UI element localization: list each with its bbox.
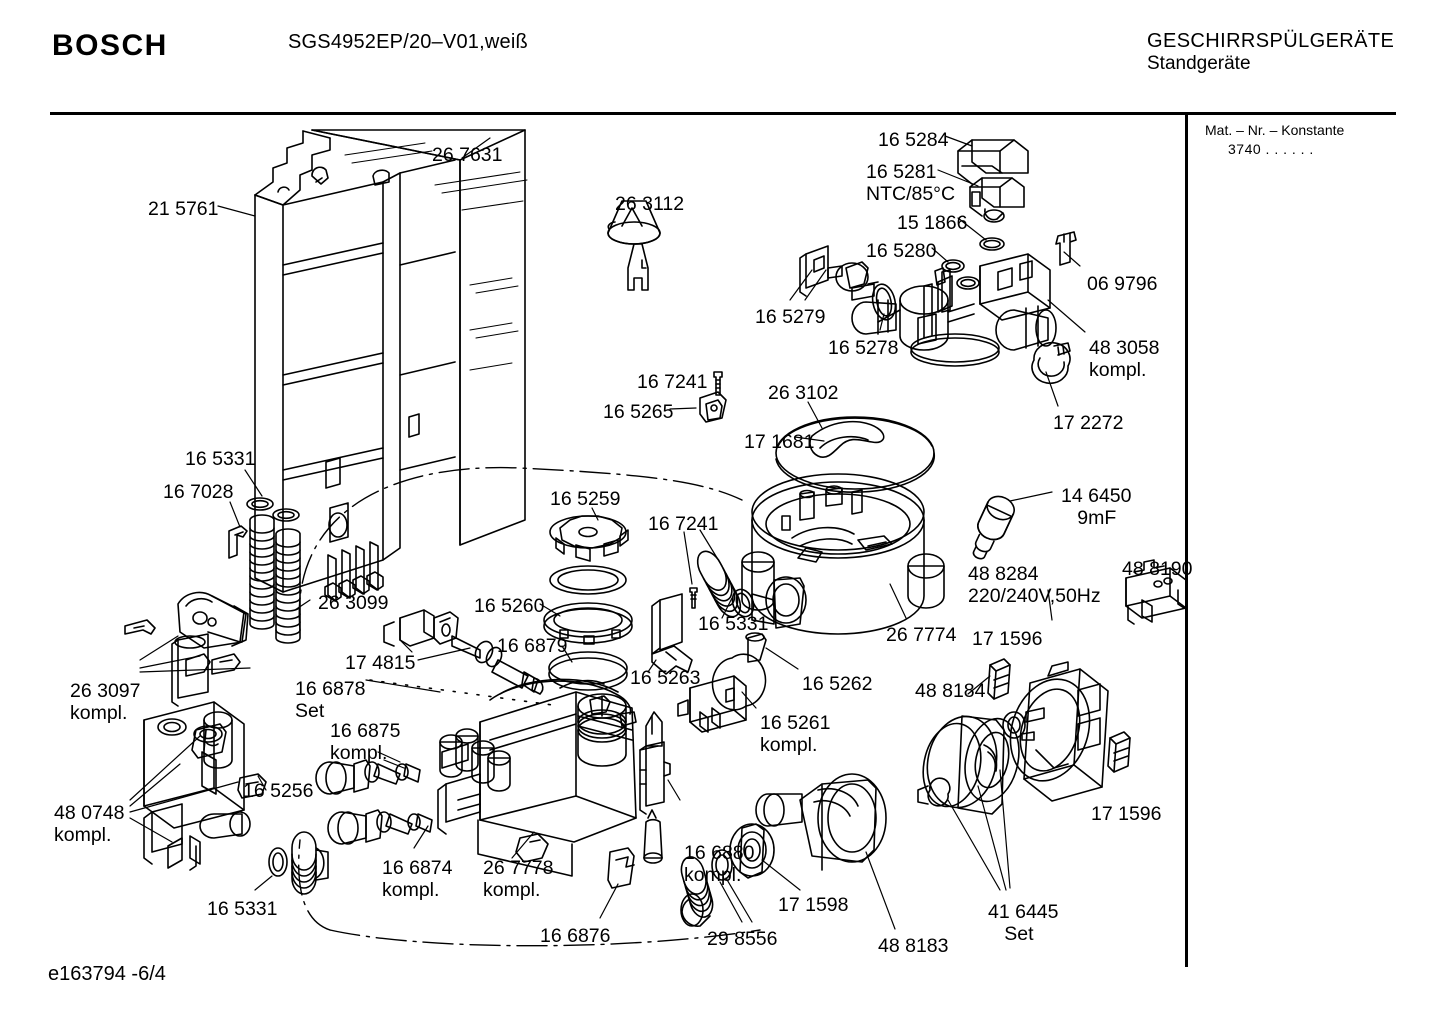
bosch-logo: BOSCH — [52, 29, 168, 62]
category-main: GESCHIRRSPÜLGERÄTE — [1147, 30, 1395, 52]
part-number-label: 16 6874 kompl. — [382, 857, 453, 901]
part-valve-block-480748 — [124, 591, 329, 895]
part-166880 — [599, 711, 681, 919]
part-number-label: 16 7241 — [648, 513, 719, 535]
part-filter-stack — [539, 507, 633, 691]
part-number-label: 06 9796 — [1087, 273, 1158, 295]
part-hoses-and-seals-left — [228, 469, 311, 644]
part-tank-267778 — [437, 678, 637, 877]
part-number-label: 16 5261 kompl. — [760, 712, 831, 756]
part-number-label: 26 7631 — [432, 144, 503, 166]
part-capacitor-146450 — [972, 491, 1053, 560]
part-number-label: 17 1596 — [1091, 803, 1162, 825]
part-number-label: 26 3099 — [318, 592, 389, 614]
part-number-label: 16 5331 — [698, 613, 769, 635]
part-number-label: 48 8190 — [1122, 558, 1193, 580]
part-number-label: 17 4815 — [345, 652, 416, 674]
part-number-label: 41 6445 Set — [988, 901, 1059, 945]
part-number-label: 16 5279 — [755, 306, 826, 328]
part-number-label: 16 5284 — [878, 129, 949, 151]
part-number-label: 26 3097 kompl. — [70, 680, 141, 724]
leader-166878-set — [369, 679, 561, 707]
part-number-label: 17 1596 — [972, 628, 1043, 650]
part-number-label: 26 3112 — [615, 193, 685, 215]
part-number-label: 17 1598 — [778, 894, 849, 916]
part-number-label: 48 0748 kompl. — [54, 802, 125, 846]
frame-top-rule — [50, 112, 1396, 115]
frame-vertical-divider — [1185, 115, 1188, 967]
part-spray-jets — [315, 751, 433, 849]
part-number-label: 16 5331 — [185, 448, 256, 470]
part-number-label: 48 8284 220/240V,50Hz — [968, 563, 1101, 607]
model-designation: SGS4952EP/20–V01,weiß — [288, 31, 528, 53]
part-number-label: 48 8183 — [878, 935, 949, 957]
part-number-label: 16 5280 — [866, 240, 937, 262]
part-number-label: 16 5265 — [603, 401, 674, 423]
part-impeller-416445 — [917, 675, 1026, 891]
part-number-label: 16 7241 — [637, 371, 708, 393]
part-number-label: 16 5256 — [243, 780, 314, 802]
part-number-label: 16 5259 — [550, 488, 621, 510]
part-number-label: 21 5761 — [148, 198, 219, 220]
part-number-label: 16 5278 — [828, 337, 899, 359]
mat-nr-konstante-label: Mat. – Nr. – Konstante — [1205, 122, 1345, 138]
part-mounts-171596 — [987, 589, 1131, 773]
part-number-label: 26 7778 kompl. — [483, 857, 554, 901]
category-sub: Standgeräte — [1147, 53, 1251, 74]
part-number-label: 16 6880 kompl. — [684, 842, 755, 886]
part-number-label: 16 6878 Set — [295, 678, 366, 722]
part-number-label: 16 5263 — [630, 667, 701, 689]
part-number-label: 17 1681 — [744, 431, 815, 453]
part-number-label: 16 5262 — [802, 673, 873, 695]
part-number-label: 29 8556 — [707, 928, 778, 950]
part-number-label: 48 8184 — [915, 680, 986, 702]
document-id: e163794 -6/4 — [48, 963, 166, 985]
part-number-label: 16 6876 — [540, 925, 611, 947]
part-number-label: 48 3058 kompl. — [1089, 337, 1160, 381]
part-number-label: 16 5331 — [207, 898, 278, 920]
part-number-label: 16 5281 NTC/85°C — [866, 161, 956, 205]
part-door-panel-assembly — [217, 129, 528, 602]
part-motor-488284 — [1009, 661, 1109, 802]
part-number-label: 15 1866 — [897, 212, 968, 234]
part-number-label: 17 2272 — [1053, 412, 1124, 434]
part-number-label: 16 6879 — [497, 635, 568, 657]
part-number-label: 26 7774 — [886, 624, 957, 646]
part-number-label: 26 3102 — [768, 382, 839, 404]
page-header: BOSCH SGS4952EP/20–V01,weiß GESCHIRRSPÜL… — [0, 0, 1442, 100]
part-number-label: 16 7028 — [163, 481, 234, 503]
mat-nr-konstante-value: 3740 . . . . . . — [1228, 141, 1314, 157]
part-number-label: 16 5260 — [474, 595, 545, 617]
part-number-label: 14 6450 9mF — [1061, 485, 1132, 529]
part-number-label: 16 6875 kompl. — [330, 720, 401, 764]
